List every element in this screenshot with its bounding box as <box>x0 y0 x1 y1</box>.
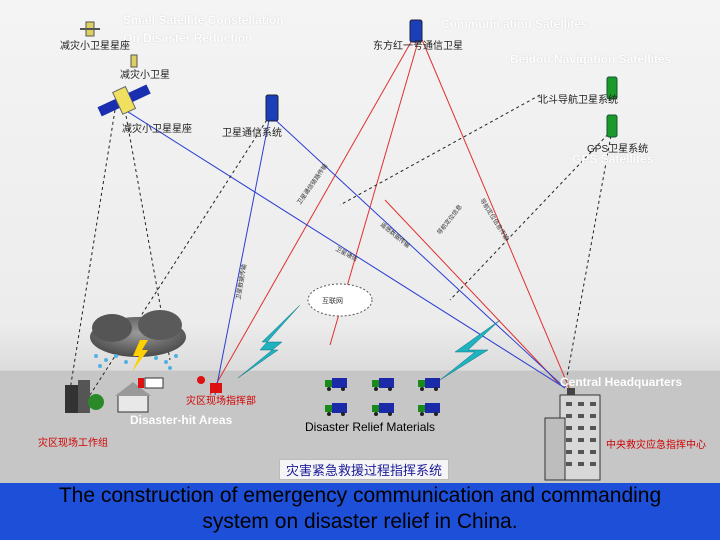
svg-text:导航定位信息传输: 导航定位信息传输 <box>478 197 510 242</box>
label-beidou-satellites: Beidou Navigation Satellites <box>510 52 672 66</box>
svg-text:卫星通信链路传输: 卫星通信链路传输 <box>295 162 329 206</box>
cn-central-hq: 中央救灾应急指挥中心 <box>606 440 706 451</box>
link-gps-to-center <box>564 129 613 389</box>
truck <box>372 403 394 416</box>
svg-text:导航定位信息: 导航定位信息 <box>435 203 463 236</box>
label-disaster-hit-areas: Disaster-hit Areas <box>130 413 233 427</box>
caption-bar: The construction of emergency communicat… <box>0 483 720 540</box>
cn-small-sat-2: 减灾小卫星星座 <box>122 124 192 135</box>
caption-line-1: The construction of emergency communicat… <box>58 484 662 507</box>
link-smallsat-to-site <box>69 109 116 391</box>
svg-text:卫星通信: 卫星通信 <box>334 245 359 263</box>
satellite-comm-top <box>409 19 423 43</box>
cn-comm-sys: 卫星通信系统 <box>222 128 282 139</box>
satellite-smallsat-top <box>80 21 100 37</box>
truck <box>325 403 347 416</box>
link-commsat-to-field <box>214 114 271 396</box>
truck <box>372 378 394 391</box>
link-beidou-to-mid <box>339 94 541 206</box>
label-small-sat-constellation: Small Satellite Constellation <box>123 13 284 27</box>
truck <box>418 403 440 416</box>
bolt-left <box>237 304 301 379</box>
svg-text:互联网: 互联网 <box>322 296 343 305</box>
label-communication-satellites: Communication Satellites <box>441 17 588 31</box>
link-smallsat-to-center <box>124 109 566 389</box>
red-links <box>209 34 571 396</box>
diagram-svg: 卫星通信链路传输 卫星数据传输 导航定位信息 导航定位信息传输 遥感数据传输 卫… <box>0 19 720 483</box>
blue-links <box>124 109 566 396</box>
central-hq-building <box>544 388 601 481</box>
cn-gps-sys: GPS卫星系统 <box>587 144 649 155</box>
cn-site-vehicle: 灾区现场工作组 <box>38 438 108 449</box>
cn-system-title: 灾害紧急救援过程指挥系统 <box>279 459 450 480</box>
link-comm-to-center-2 <box>384 199 561 386</box>
link-comm-to-center <box>419 34 571 391</box>
truck <box>418 378 440 391</box>
link-comm-to-field <box>209 34 416 396</box>
satellite-smallsat-main <box>97 84 151 117</box>
site-buildings <box>65 376 222 413</box>
cn-small-sat-1: 减灾小卫星 <box>120 70 170 81</box>
relief-trucks <box>325 378 440 416</box>
label-disaster-relief-materials: Disaster Relief Materials <box>305 420 436 434</box>
network-cloud: 互联网 <box>307 283 373 317</box>
truck <box>325 378 347 391</box>
cn-comm-sat: 东方红一号通信卫星 <box>373 41 463 52</box>
label-gps-satellites: GPS Satellites <box>572 152 654 166</box>
cn-small-sat-group: 减灾小卫星星座 <box>60 41 130 52</box>
satellite-smallsat-2 <box>130 54 138 68</box>
rain-drops <box>94 354 178 370</box>
svg-text:遥感数据传输: 遥感数据传输 <box>379 220 412 249</box>
cn-beidou-sys: 北斗导航卫星系统 <box>538 95 618 106</box>
satellite-beidou <box>606 76 618 100</box>
satellite-comm-mid <box>265 94 279 122</box>
label-central-headquarters: Central Headquarters <box>560 375 683 389</box>
caption-line-2: system on disaster relief in China. <box>202 510 518 533</box>
label-on-disaster-reduction: On Disaster Reduction <box>123 31 253 45</box>
link-commsat-to-center <box>269 114 566 389</box>
cn-field-hq: 灾区现场指挥部 <box>186 396 256 407</box>
storm-cloud <box>90 310 186 372</box>
svg-text:卫星数据传输: 卫星数据传输 <box>234 263 248 300</box>
satellite-gps <box>606 114 618 138</box>
wireless-bolts <box>237 304 501 381</box>
